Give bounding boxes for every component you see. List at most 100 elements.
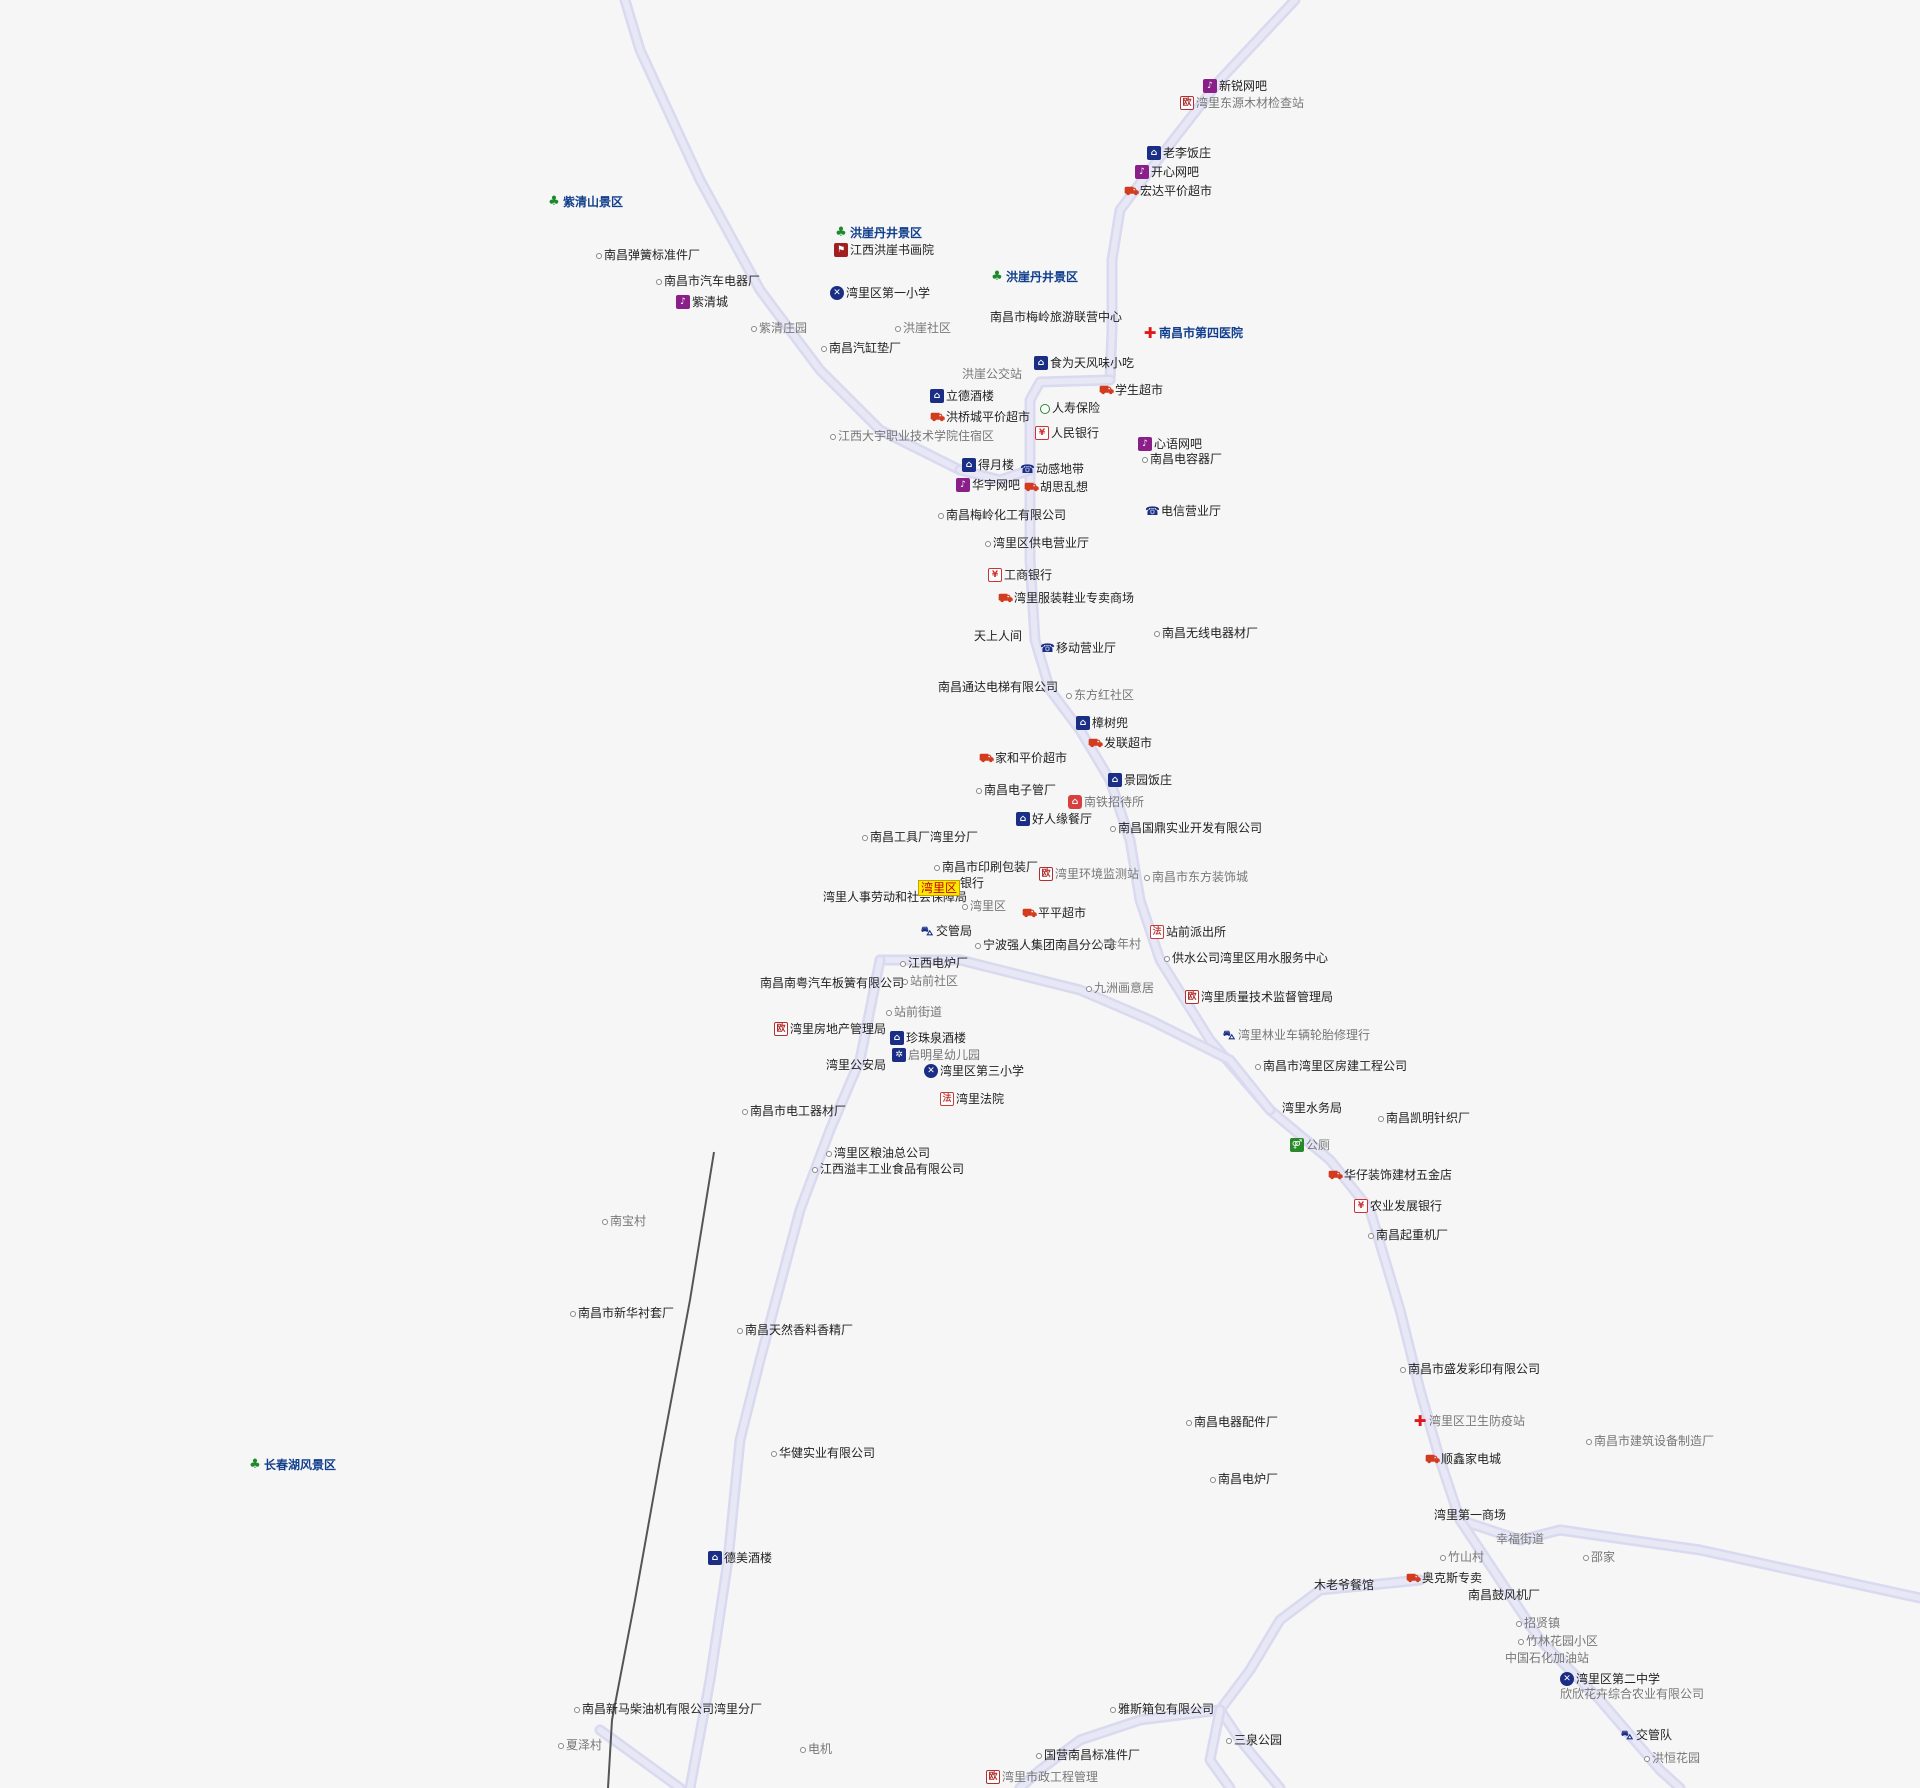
poi-marker[interactable]: 紫清庄园 — [751, 321, 807, 335]
poi-marker[interactable]: 湾里公安局 — [826, 1058, 886, 1072]
poi-marker[interactable]: 南昌市盛发彩印有限公司 — [1400, 1362, 1540, 1376]
poi-marker[interactable]: 南昌起重机厂 — [1368, 1228, 1448, 1242]
poi-marker[interactable]: ♣洪崖丹井景区 — [990, 270, 1078, 285]
poi-marker[interactable]: ✲启明星幼儿园 — [892, 1048, 980, 1062]
poi-marker[interactable]: ♣长春湖风景区 — [248, 1458, 336, 1473]
poi-marker[interactable]: ¥人民银行 — [1035, 426, 1099, 440]
poi-marker[interactable]: 湾里水务局 — [1282, 1101, 1342, 1115]
poi-marker[interactable]: ⌂老李饭庄 — [1147, 146, 1211, 160]
poi-marker[interactable]: 南昌国鼎实业开发有限公司 — [1110, 821, 1262, 835]
poi-marker[interactable]: 竹山村 — [1440, 1550, 1484, 1564]
poi-marker[interactable]: 南昌市梅岭旅游联营中心 — [990, 310, 1122, 324]
poi-marker[interactable]: 南昌汽缸垫厂 — [821, 341, 901, 355]
poi-marker[interactable]: ⌂食为天风味小吃 — [1034, 356, 1134, 370]
poi-marker[interactable]: ✚湾里区卫生防疫站 — [1413, 1414, 1525, 1429]
poi-marker[interactable]: 招贤镇 — [1516, 1616, 1560, 1630]
poi-marker[interactable]: ☎移动营业厅 — [1040, 641, 1116, 655]
district-badge[interactable]: 湾里区 — [918, 880, 961, 896]
poi-marker[interactable]: ⛟洪桥城平价超市 — [930, 410, 1030, 424]
poi-marker[interactable]: 南昌南粤汽车板簧有限公司 — [760, 976, 904, 990]
poi-marker[interactable]: 南昌无线电器材厂 — [1154, 626, 1258, 640]
poi-marker[interactable]: 南昌市新华衬套厂 — [570, 1306, 674, 1320]
poi-marker[interactable]: 湾里区 — [962, 899, 1006, 913]
poi-marker[interactable]: 湾里第一商场 — [1434, 1508, 1506, 1522]
poi-marker[interactable]: ⛟平平超市 — [1022, 906, 1086, 920]
poi-marker[interactable]: 南昌市建筑设备制造厂 — [1586, 1434, 1714, 1448]
poi-marker[interactable]: ⛟顺鑫家电城 — [1425, 1452, 1501, 1466]
poi-marker[interactable]: 南昌新马柴油机有限公司湾里分厂 — [574, 1702, 762, 1716]
poi-marker[interactable]: ⌂立德酒楼 — [930, 389, 994, 403]
poi-marker[interactable]: 余年村 — [1097, 937, 1141, 951]
poi-marker[interactable]: ⌂景园饭庄 — [1108, 773, 1172, 787]
poi-marker[interactable]: 南昌凯明针织厂 — [1378, 1111, 1470, 1125]
poi-marker[interactable]: 法湾里法院 — [940, 1092, 1004, 1106]
poi-marker[interactable]: 竹林花园小区 — [1518, 1634, 1598, 1648]
poi-marker[interactable]: ♣洪崖丹井景区 — [834, 226, 922, 241]
poi-marker[interactable]: 南昌市东方装饰城 — [1144, 870, 1248, 884]
poi-marker[interactable]: ⌂得月楼 — [962, 458, 1014, 472]
poi-marker[interactable]: ⛟发联超市 — [1088, 736, 1152, 750]
poi-marker[interactable]: ✕湾里区第二中学 — [1560, 1672, 1660, 1686]
poi-marker[interactable]: 江西电炉厂 — [900, 956, 968, 970]
poi-marker[interactable]: ⛟家和平价超市 — [979, 751, 1067, 765]
poi-marker[interactable]: ⛟华仔装饰建材五金店 — [1328, 1168, 1452, 1182]
poi-marker[interactable]: ♪开心网吧 — [1135, 165, 1199, 179]
poi-marker[interactable]: 供水公司湾里区用水服务中心 — [1164, 951, 1328, 965]
poi-marker[interactable]: 站前社区 — [902, 974, 958, 988]
poi-marker[interactable]: ✚南昌市第四医院 — [1143, 326, 1243, 341]
poi-marker[interactable]: ⛟奥克斯专卖 — [1406, 1571, 1482, 1585]
poi-marker[interactable]: ♪新锐网吧 — [1203, 79, 1267, 93]
poi-marker[interactable]: 雅斯箱包有限公司 — [1110, 1702, 1214, 1716]
poi-marker[interactable]: 南昌市印刷包装厂 — [934, 860, 1038, 874]
poi-marker[interactable]: ⛍交管队 — [1620, 1728, 1672, 1742]
poi-marker[interactable]: 站前街道 — [886, 1005, 942, 1019]
poi-marker[interactable]: 邵家 — [1583, 1550, 1615, 1564]
poi-marker[interactable]: 银行 — [960, 876, 984, 890]
poi-marker[interactable]: ⚑江西洪崖书画院 — [834, 243, 934, 257]
poi-marker[interactable]: 欣欣花卉综合农业有限公司 — [1560, 1687, 1704, 1701]
poi-marker[interactable]: 欧湾里质量技术监督管理局 — [1185, 990, 1333, 1004]
poi-marker[interactable]: 南宝村 — [602, 1214, 646, 1228]
poi-marker[interactable]: ♣紫清山景区 — [547, 195, 623, 210]
poi-marker[interactable]: 夏泽村 — [558, 1738, 602, 1752]
poi-marker[interactable]: 南昌电炉厂 — [1210, 1472, 1278, 1486]
poi-marker[interactable]: 南昌电器配件厂 — [1186, 1415, 1278, 1429]
poi-marker[interactable]: 国营南昌标准件厂 — [1036, 1748, 1140, 1762]
poi-marker[interactable]: 湾里区供电营业厅 — [985, 536, 1089, 550]
poi-marker[interactable]: ¥农业发展银行 — [1354, 1199, 1442, 1213]
poi-marker[interactable]: 南昌通达电梯有限公司 — [938, 680, 1058, 694]
poi-marker[interactable]: 电机 — [800, 1742, 832, 1756]
poi-marker[interactable]: 人寿保险 — [1040, 401, 1100, 415]
poi-marker[interactable]: ⛟湾里服装鞋业专卖商场 — [998, 591, 1134, 605]
poi-marker[interactable]: ♪紫清城 — [676, 295, 728, 309]
poi-marker[interactable]: 华健实业有限公司 — [771, 1446, 875, 1460]
poi-marker[interactable]: ☎动感地带 — [1020, 462, 1084, 476]
poi-marker[interactable]: 江西溢丰工业食品有限公司 — [812, 1162, 964, 1176]
poi-marker[interactable]: ⛟学生超市 — [1099, 383, 1163, 397]
poi-marker[interactable]: ⌂南铁招待所 — [1068, 795, 1144, 809]
poi-marker[interactable]: 欧湾里环境监测站 — [1039, 867, 1139, 881]
poi-marker[interactable]: ♪心语网吧 — [1138, 437, 1202, 451]
poi-marker[interactable]: 欧湾里房地产管理局 — [774, 1022, 886, 1036]
poi-marker[interactable]: ♪华宇网吧 — [956, 478, 1020, 492]
poi-marker[interactable]: 九洲画意居 — [1086, 981, 1154, 995]
poi-marker[interactable]: ¥工商银行 — [988, 568, 1052, 582]
poi-marker[interactable]: 天上人间 — [974, 629, 1022, 643]
poi-marker[interactable]: 南昌鼓风机厂 — [1468, 1588, 1540, 1602]
poi-marker[interactable]: 洪崖公交站 — [962, 367, 1022, 381]
poi-marker[interactable]: 法站前派出所 — [1150, 925, 1226, 939]
poi-marker[interactable]: 南昌电子管厂 — [976, 783, 1056, 797]
poi-marker[interactable]: ✕湾里区第三小学 — [924, 1064, 1024, 1078]
poi-marker[interactable]: ⛍湾里林业车辆轮胎修理行 — [1222, 1028, 1370, 1042]
poi-marker[interactable]: ✕湾里区第一小学 — [830, 286, 930, 300]
poi-marker[interactable]: ⚤公厕 — [1290, 1138, 1330, 1152]
poi-marker[interactable]: 宁波强人集团南昌分公司 — [975, 938, 1115, 952]
poi-marker[interactable]: ⌂德美酒楼 — [708, 1551, 772, 1565]
poi-marker[interactable]: ⛟宏达平价超市 — [1124, 184, 1212, 198]
poi-marker[interactable]: 欧湾里市政工程管理 — [986, 1770, 1098, 1784]
poi-marker[interactable]: 湾里区粮油总公司 — [826, 1146, 930, 1160]
poi-marker[interactable]: ⛟胡思乱想 — [1024, 480, 1088, 494]
poi-marker[interactable]: 东方红社区 — [1066, 688, 1134, 702]
poi-marker[interactable]: ⛍交管局 — [920, 924, 972, 938]
